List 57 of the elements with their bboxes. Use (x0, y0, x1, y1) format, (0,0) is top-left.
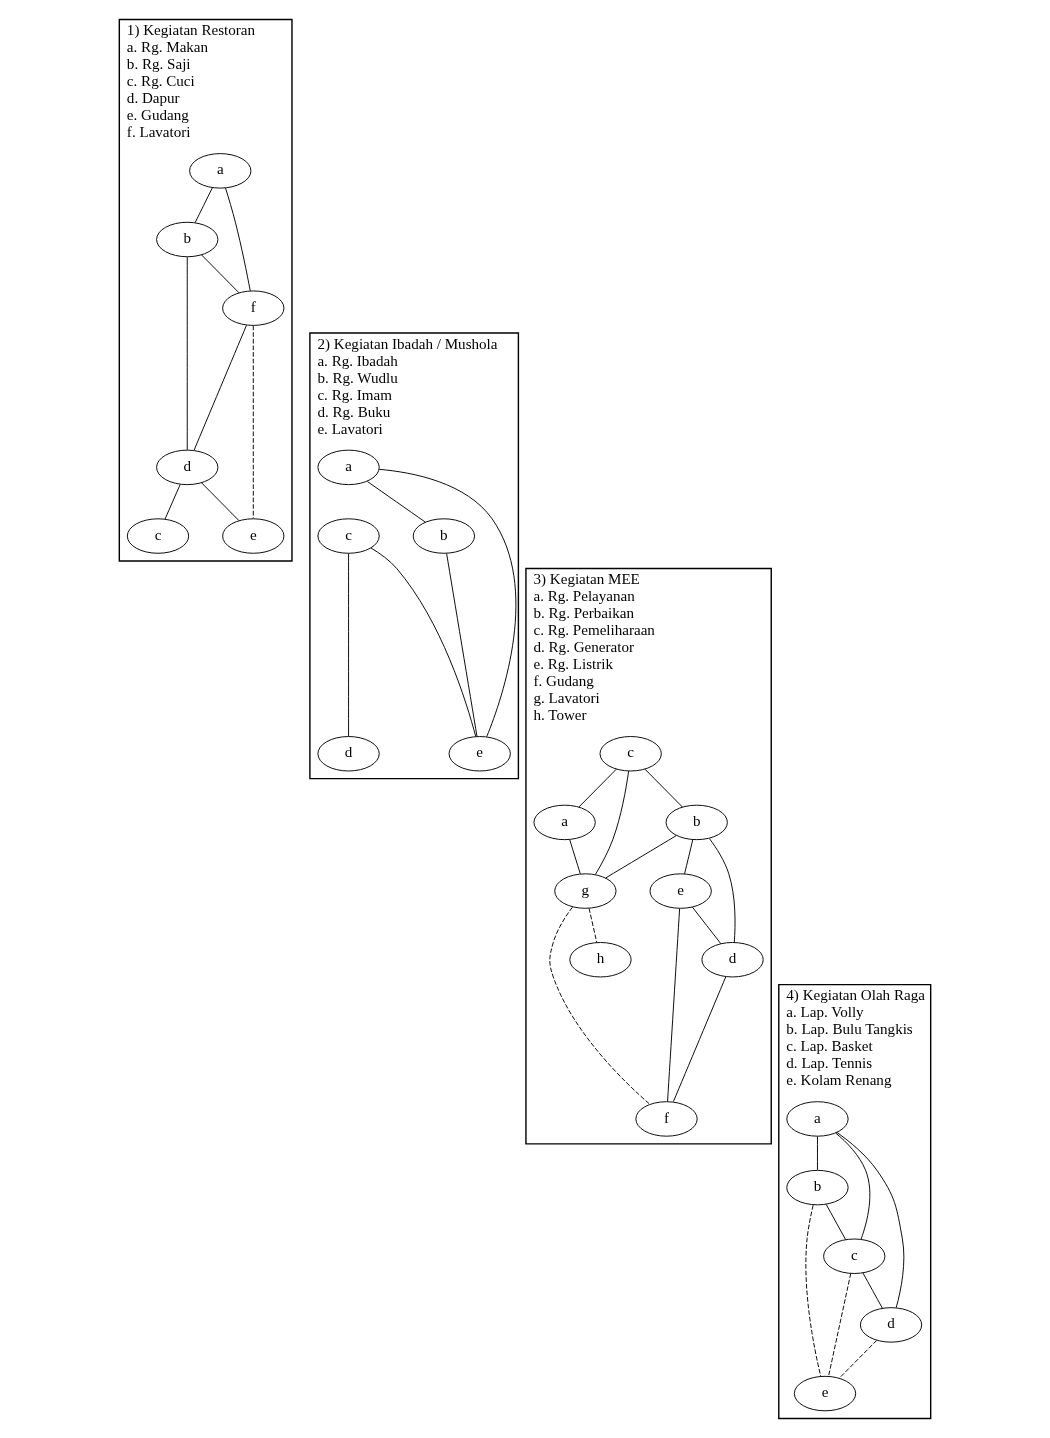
connector (348, 553, 350, 737)
connector (549, 906, 651, 1105)
node-ellipse: a (786, 1101, 849, 1137)
connector (201, 482, 240, 522)
connector (193, 324, 247, 451)
node-ellipse: d (859, 1307, 923, 1343)
connector (805, 1204, 822, 1377)
connector (838, 1339, 878, 1379)
connector (578, 768, 617, 808)
connector (446, 553, 478, 737)
connector (684, 839, 694, 875)
connector (605, 835, 677, 879)
node-ellipse: c (823, 1238, 886, 1274)
connector (708, 838, 736, 943)
connector (825, 1203, 847, 1241)
connector (691, 906, 722, 945)
node-ellipse: c (317, 518, 380, 554)
node-ellipse: e (793, 1375, 857, 1412)
node-ellipse: b (665, 804, 728, 841)
node-ellipse: b (412, 518, 475, 554)
node-ellipse: b (156, 221, 219, 258)
connector (378, 468, 517, 738)
connector (595, 770, 630, 875)
connector (252, 325, 254, 519)
connector (667, 908, 681, 1102)
connector (225, 187, 251, 292)
node-ellipse: a (189, 153, 252, 189)
connector (201, 254, 240, 294)
connector (835, 1132, 871, 1240)
node-ellipse: a (317, 449, 380, 486)
connector (817, 1135, 818, 1171)
node-ellipse: e (448, 736, 511, 772)
connector (569, 839, 581, 875)
node-ellipse: c (126, 518, 190, 554)
node-ellipse: f (635, 1101, 698, 1137)
node-ellipse: a (533, 804, 596, 841)
connector (370, 547, 477, 737)
connector (194, 187, 213, 224)
node-ellipse: d (701, 942, 764, 978)
connector (164, 484, 181, 520)
node-ellipse: f (222, 290, 285, 326)
connector (366, 481, 426, 523)
node-ellipse: e (222, 518, 285, 554)
node-ellipse: g (554, 873, 617, 909)
node-ellipse: b (786, 1169, 849, 1206)
connector (828, 1273, 852, 1377)
connector (672, 976, 727, 1103)
connector (644, 768, 683, 808)
node-ellipse: e (649, 873, 712, 909)
node-ellipse: d (317, 736, 380, 772)
node-ellipse: d (156, 449, 219, 486)
node-ellipse: h (569, 942, 632, 978)
node-ellipse: c (599, 736, 662, 772)
connector (836, 1131, 905, 1309)
connector (862, 1272, 883, 1309)
connector (588, 908, 598, 943)
connector (186, 256, 188, 451)
